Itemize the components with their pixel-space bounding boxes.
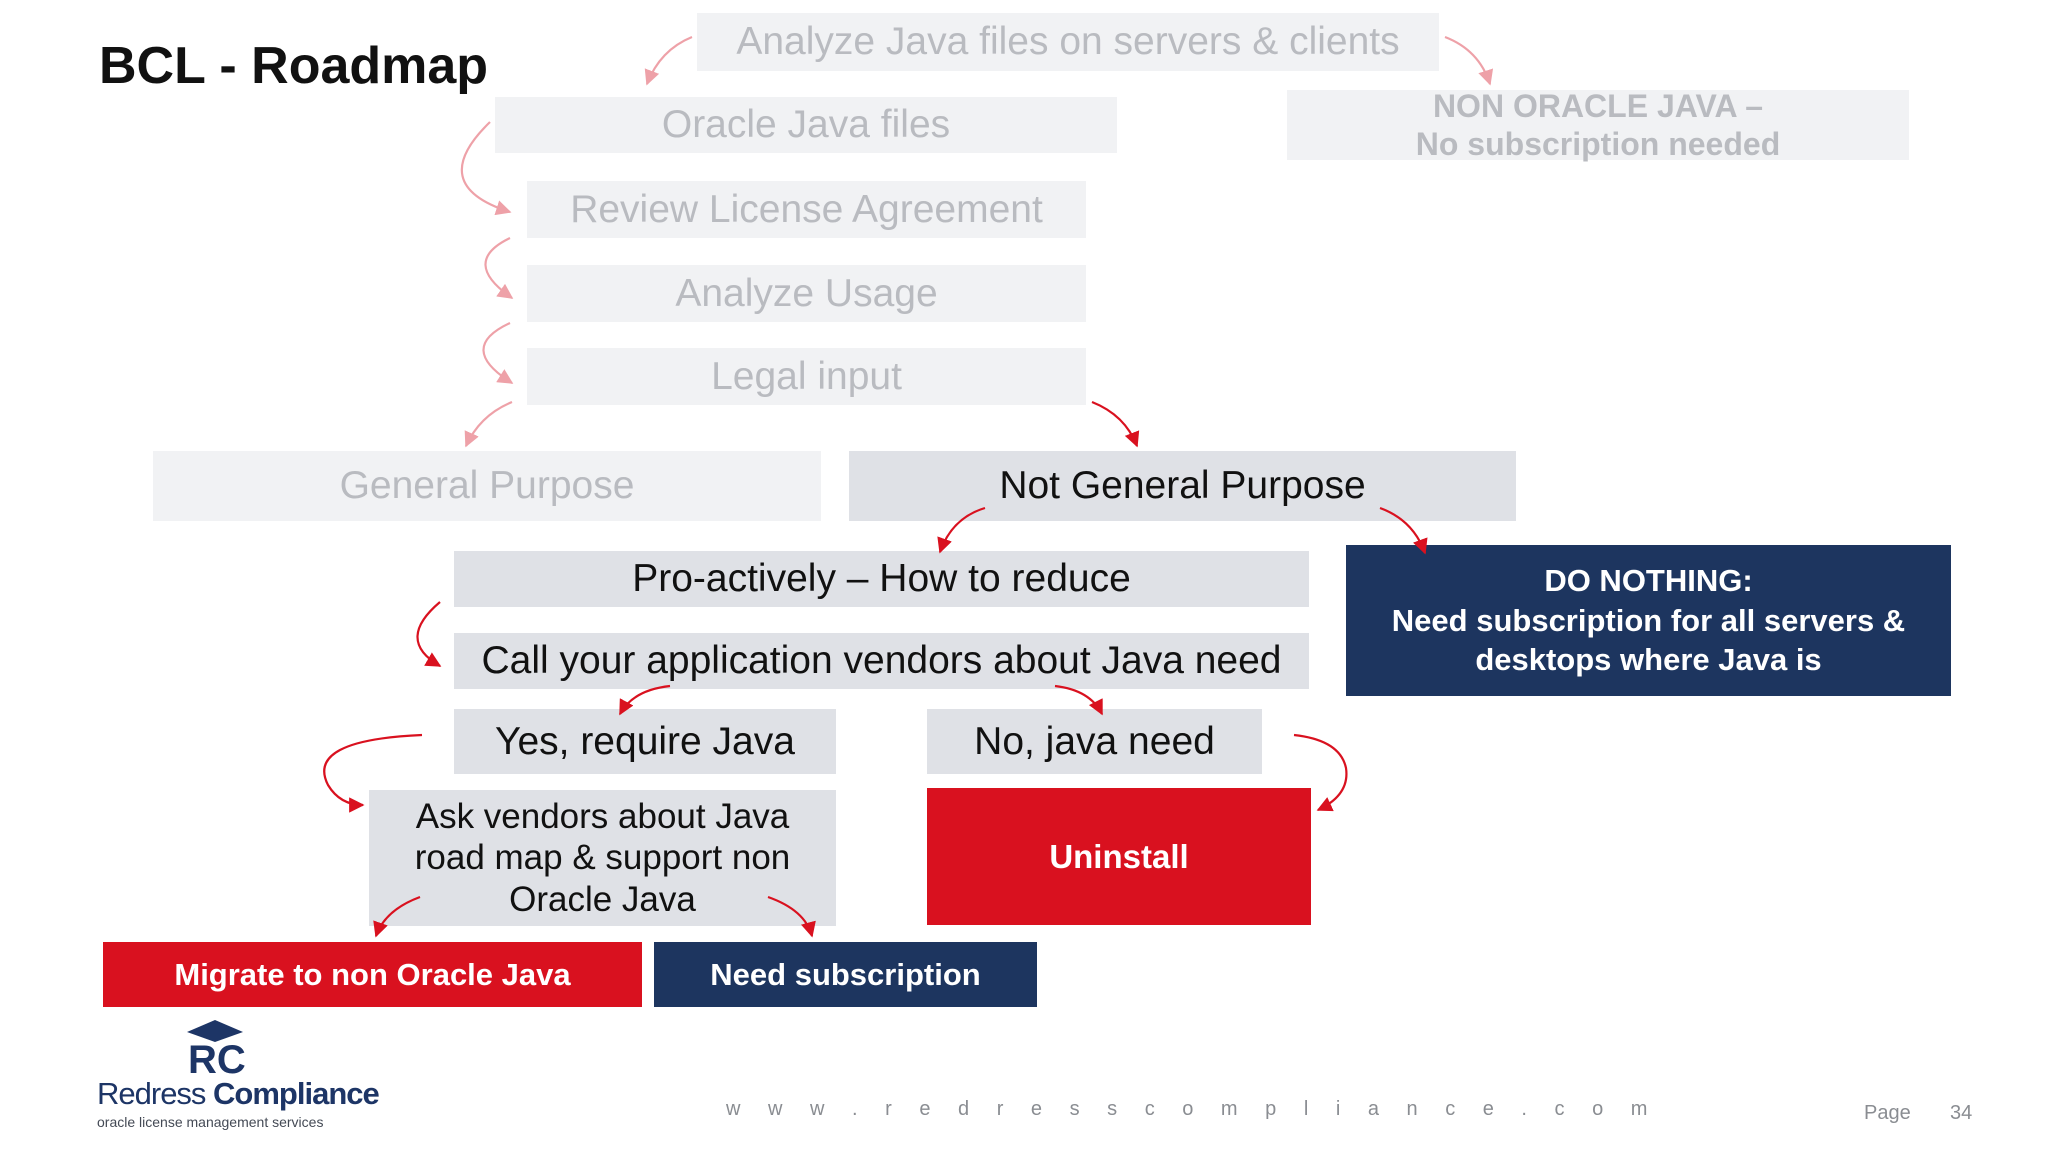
node-need-subscription-label: Need subscription xyxy=(710,956,981,992)
node-uninstall: Uninstall xyxy=(927,788,1311,925)
arrow-analyze-to-non-oracle xyxy=(1444,35,1494,86)
arrow-call-to-yes xyxy=(619,684,671,716)
rc-monogram-icon: RC xyxy=(187,1020,246,1076)
node-no-java-need-label: No, java need xyxy=(974,719,1215,763)
node-oracle-java-files-label: Oracle Java files xyxy=(661,103,951,146)
node-non-oracle-line2: No subscription needed xyxy=(1415,126,1781,162)
node-uninstall-label: Uninstall xyxy=(1049,837,1189,875)
node-not-general-purpose-label: Not General Purpose xyxy=(999,464,1366,507)
company-logo: RC Redress Compliance oracle license man… xyxy=(97,1018,380,1130)
node-call-vendors: Call your application vendors about Java… xyxy=(454,633,1309,689)
node-legal-input: Legal input xyxy=(527,348,1086,405)
arrow-no-to-uninstall xyxy=(1293,733,1348,812)
arrow-usage-to-legal xyxy=(482,322,514,384)
node-general-purpose: General Purpose xyxy=(153,451,821,521)
node-general-purpose-label: General Purpose xyxy=(339,464,635,507)
node-non-oracle-line1: NON ORACLE JAVA – xyxy=(1432,87,1764,124)
node-call-vendors-label: Call your application vendors about Java… xyxy=(481,639,1282,682)
node-do-nothing-line1: DO NOTHING: xyxy=(1544,563,1753,599)
footer-url: w w w . r e d r e s s c o m p l i a n c … xyxy=(726,1098,1659,1120)
node-no-java-need: No, java need xyxy=(927,709,1262,774)
node-analyze-java-files: Analyze Java files on servers & clients xyxy=(697,13,1439,71)
node-legal-input-label: Legal input xyxy=(711,354,902,398)
node-do-nothing-line3: desktops where Java is xyxy=(1475,642,1822,678)
arrow-proactive-to-call xyxy=(416,601,442,667)
node-yes-require-java: Yes, require Java xyxy=(454,709,836,774)
node-ask-vendors-line2: road map & support non xyxy=(414,838,791,878)
node-ask-vendors: Ask vendors about Java road map & suppor… xyxy=(369,790,836,926)
arrow-analyze-to-oracle xyxy=(644,35,693,86)
node-analyze-java-files-label: Analyze Java files on servers & clients xyxy=(736,20,1400,63)
arrow-yes-to-ask xyxy=(323,733,423,813)
node-proactively: Pro-actively – How to reduce xyxy=(454,551,1309,607)
page-number: 34 xyxy=(1950,1102,1973,1124)
arrow-review-to-usage xyxy=(484,237,514,299)
page-label: Page xyxy=(1864,1102,1911,1124)
node-yes-require-java-label: Yes, require Java xyxy=(495,719,795,763)
logo-name-bold: Compliance xyxy=(213,1076,380,1111)
logo-name-light: Redress xyxy=(97,1076,214,1111)
node-ask-vendors-line3: Oracle Java xyxy=(509,879,696,919)
node-not-general-purpose: Not General Purpose xyxy=(849,451,1516,521)
node-analyze-usage: Analyze Usage xyxy=(527,265,1086,322)
node-non-oracle-java: NON ORACLE JAVA – No subscription needed xyxy=(1287,87,1909,162)
arrow-ask-to-migrate xyxy=(373,895,421,938)
slide-title: BCL - Roadmap xyxy=(99,37,489,95)
logo-tagline: oracle license management services xyxy=(97,1114,324,1130)
svg-text:RC: RC xyxy=(188,1038,246,1076)
node-proactively-label: Pro-actively – How to reduce xyxy=(632,557,1131,600)
node-ask-vendors-line1: Ask vendors about Java xyxy=(415,797,790,837)
arrow-not-general-to-proactive xyxy=(937,506,986,554)
arrow-ask-to-need-subscription xyxy=(767,895,816,938)
arrow-oracle-to-review xyxy=(460,121,512,216)
arrow-legal-to-not-general xyxy=(1091,400,1140,448)
node-review-license-label: Review License Agreement xyxy=(570,187,1043,231)
node-do-nothing: DO NOTHING: Need subscription for all se… xyxy=(1346,545,1951,696)
node-migrate: Migrate to non Oracle Java xyxy=(103,942,642,1007)
arrow-not-general-to-do-nothing xyxy=(1379,506,1428,555)
arrow-legal-to-general xyxy=(464,400,513,448)
node-migrate-label: Migrate to non Oracle Java xyxy=(174,956,571,992)
logo-wordmark: Redress Compliance xyxy=(97,1076,380,1112)
node-need-subscription: Need subscription xyxy=(654,942,1037,1007)
node-oracle-java-files: Oracle Java files xyxy=(495,97,1117,153)
node-review-license: Review License Agreement xyxy=(527,181,1086,238)
arrow-call-to-no xyxy=(1054,684,1103,716)
node-analyze-usage-label: Analyze Usage xyxy=(675,271,938,315)
node-do-nothing-line2: Need subscription for all servers & xyxy=(1391,602,1906,638)
